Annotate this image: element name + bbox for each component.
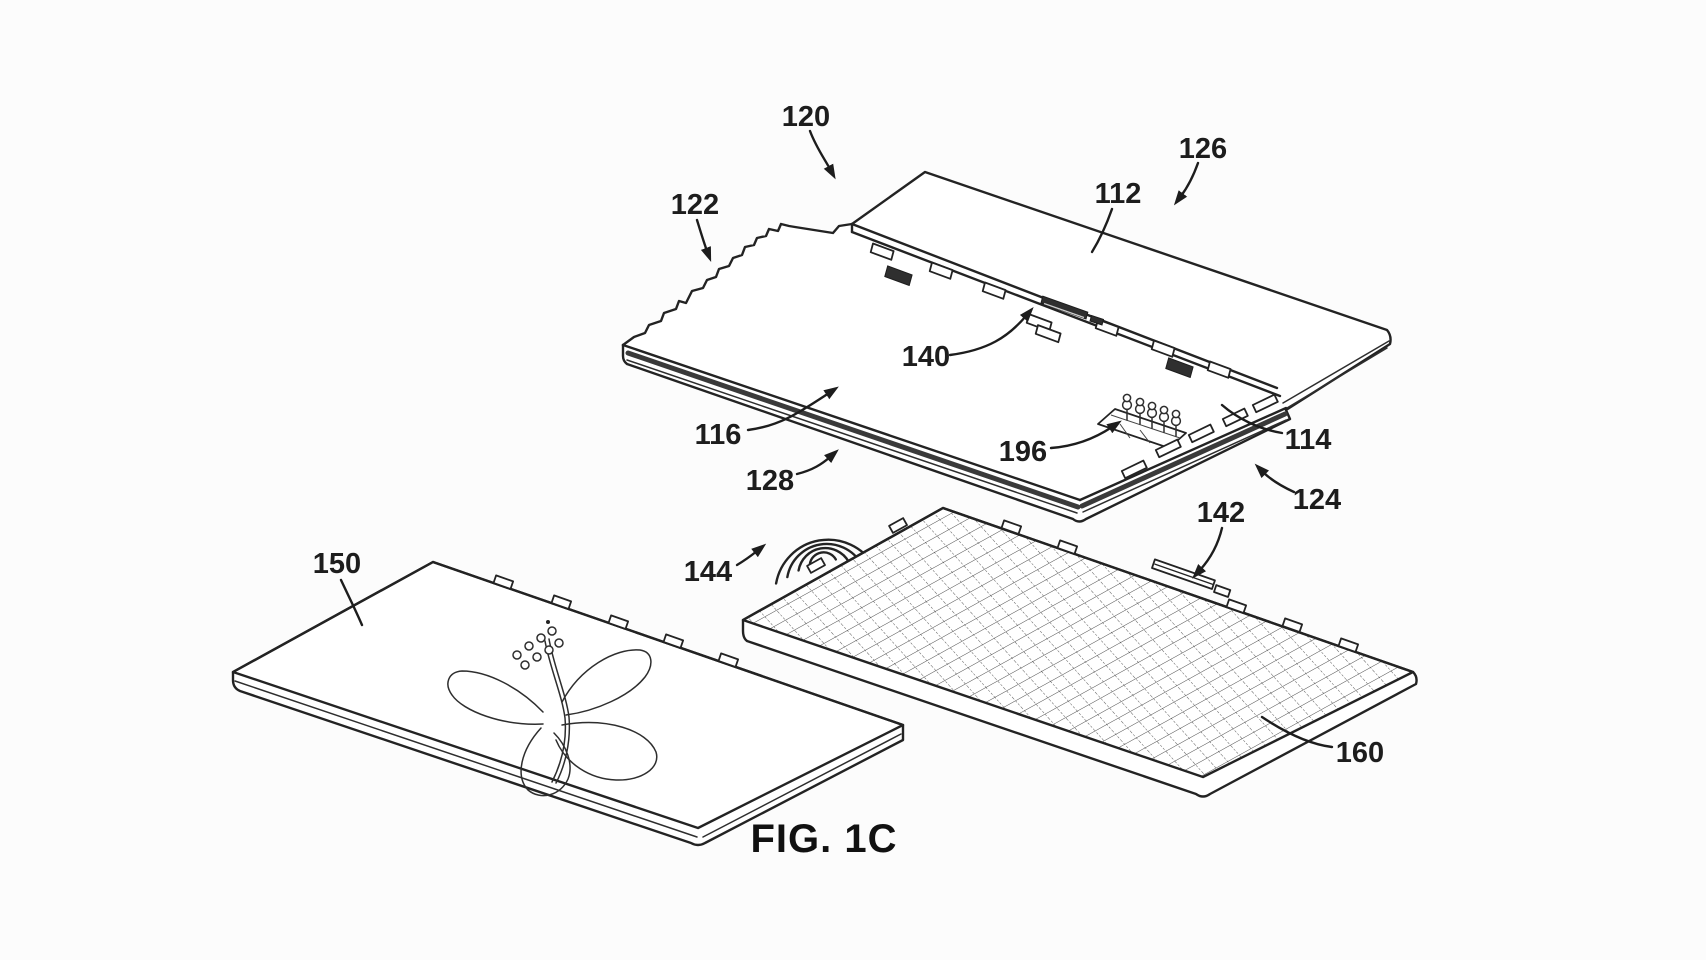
pogo-pin-connector bbox=[1097, 393, 1187, 449]
leader-160 bbox=[1260, 715, 1334, 749]
leader-112 bbox=[1090, 207, 1114, 254]
ref-label-112: 112 bbox=[1095, 178, 1142, 210]
decorative-panel-drawing bbox=[231, 560, 905, 847]
ref-label-142: 142 bbox=[1197, 497, 1245, 529]
leader-116 bbox=[746, 386, 839, 432]
leader-142 bbox=[1192, 526, 1224, 579]
ref-label-124: 124 bbox=[1293, 484, 1341, 516]
reference-labels: 120 122 126 112 140 116 128 196 114 124 … bbox=[313, 101, 1384, 769]
leader-126 bbox=[1173, 161, 1200, 206]
leader-124 bbox=[1254, 463, 1296, 494]
leader-144 bbox=[735, 543, 767, 567]
edge-connector-bumps bbox=[1120, 393, 1279, 480]
ref-label-116: 116 bbox=[695, 419, 742, 451]
ref-label-128: 128 bbox=[746, 465, 794, 497]
decorative-panel-tabs bbox=[492, 574, 739, 668]
leader-150 bbox=[339, 578, 364, 627]
hatched-panel-drawing bbox=[741, 506, 1418, 798]
leader-lines bbox=[339, 129, 1334, 749]
keyboard-module-silhouette bbox=[623, 172, 1391, 522]
figure-caption: FIG. 1C bbox=[750, 817, 897, 861]
flower-illustration bbox=[447, 620, 658, 797]
ref-label-160: 160 bbox=[1336, 737, 1384, 769]
keyboard-module-drawing bbox=[621, 170, 1392, 523]
dark-tab bbox=[1165, 357, 1194, 379]
leader-122 bbox=[695, 218, 712, 263]
dark-tab bbox=[884, 265, 913, 287]
panel-connector bbox=[1151, 558, 1232, 598]
ref-label-114: 114 bbox=[1285, 424, 1332, 456]
ref-label-126: 126 bbox=[1179, 133, 1227, 165]
leader-120 bbox=[808, 129, 836, 180]
hatched-panel-tabs bbox=[806, 517, 1359, 653]
ref-label-144: 144 bbox=[684, 556, 732, 588]
ref-label-120: 120 bbox=[782, 101, 830, 133]
serrated-edge bbox=[621, 222, 854, 347]
ref-label-122: 122 bbox=[671, 189, 719, 221]
ref-label-150: 150 bbox=[313, 548, 361, 580]
leader-140 bbox=[948, 307, 1034, 357]
rear-connector bbox=[1025, 295, 1105, 344]
leader-196 bbox=[1049, 420, 1122, 450]
ref-label-196: 196 bbox=[999, 436, 1047, 468]
ref-label-140: 140 bbox=[902, 341, 950, 373]
deck-front-edge bbox=[621, 343, 1082, 514]
rear-edge-tabs bbox=[869, 242, 1232, 379]
leader-114 bbox=[1220, 403, 1284, 435]
leader-128 bbox=[795, 449, 839, 476]
